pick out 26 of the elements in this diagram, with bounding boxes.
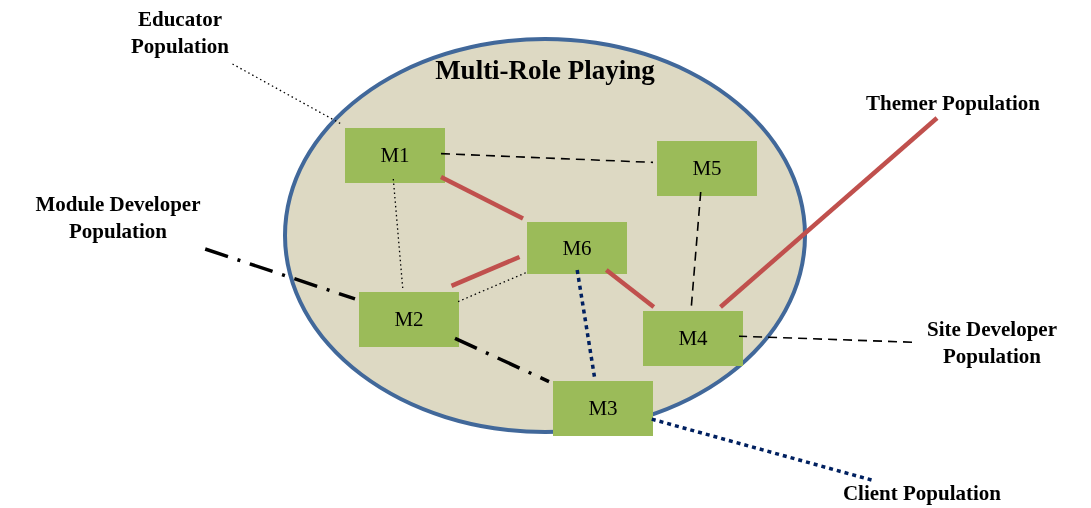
module-box: M4 xyxy=(643,311,743,366)
module-box: M6 xyxy=(527,222,627,274)
population-label: Themer Population xyxy=(838,90,1068,118)
module-box: M2 xyxy=(359,292,459,347)
module-box: M3 xyxy=(553,381,653,436)
connector-line xyxy=(690,191,702,308)
connector-line xyxy=(392,178,404,289)
connector-line xyxy=(648,416,872,482)
connector-line xyxy=(454,336,550,384)
population-label: Client Population xyxy=(812,480,1032,508)
connector-line xyxy=(604,268,656,309)
connector-line xyxy=(450,254,521,288)
population-label: Educator Population xyxy=(110,6,250,64)
connector-line xyxy=(231,63,342,125)
module-box: M1 xyxy=(345,128,445,183)
module-box: M5 xyxy=(657,141,757,196)
region-title: Multi-Role Playing xyxy=(434,55,656,86)
connector-line xyxy=(457,271,527,303)
connector-line xyxy=(719,116,939,309)
connector-line xyxy=(738,335,913,343)
connector-line xyxy=(204,247,356,301)
population-label: Site Developer Population xyxy=(912,316,1072,374)
connector-line xyxy=(439,174,525,221)
connector-line xyxy=(575,269,597,378)
population-label: Module Developer Population xyxy=(4,191,232,249)
connector-line xyxy=(440,152,654,164)
